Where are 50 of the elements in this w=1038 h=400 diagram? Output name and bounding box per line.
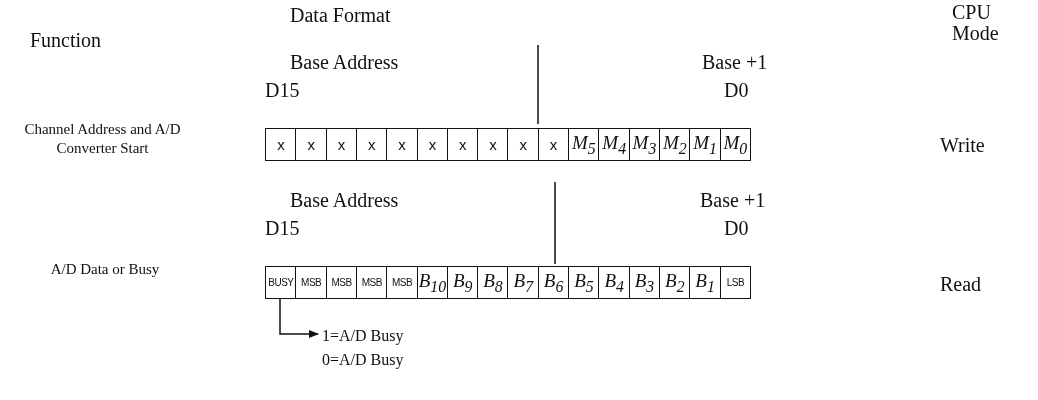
bit-cell: B$_{6}$ — [537, 266, 570, 299]
bit-cell: MSB — [295, 266, 328, 299]
bit-label: D15 — [265, 217, 300, 239]
arrow — [279, 298, 319, 338]
bit-cell: B$_{9}$ — [446, 266, 479, 299]
bit-cell: B$_{7}$ — [507, 266, 540, 299]
bit-cell: x — [537, 128, 570, 161]
bit-cell: M$_{5}$ — [568, 128, 600, 161]
bit-cell: x — [386, 128, 418, 161]
section-label: Base +1 — [702, 51, 768, 73]
note-text: 0=A/D Busy — [322, 350, 404, 371]
mode-label: Read — [940, 273, 982, 295]
bit-cell: M$_{2}$ — [658, 128, 691, 161]
bit-cell: MSB — [325, 266, 358, 299]
bit-cell: B$_{3}$ — [628, 266, 661, 299]
bit-cell: B$_{8}$ — [477, 266, 509, 299]
bit-cell: B$_{4}$ — [598, 266, 631, 299]
bit-cell: LSB — [719, 266, 752, 299]
bit-cell: x — [416, 128, 449, 161]
bit-cell: x — [295, 128, 328, 161]
bit-cell: MSB — [386, 266, 418, 299]
section-label: Base Address — [290, 189, 399, 211]
bit-cell: BUSY — [265, 266, 297, 299]
bit-label: D0 — [724, 79, 749, 101]
mode-label: Write — [940, 134, 985, 156]
column-heading: Function — [30, 29, 102, 51]
bit-cell: MSB — [355, 266, 388, 299]
bit-cell: M$_{3}$ — [628, 128, 661, 161]
bit-cell: x — [477, 128, 509, 161]
bit-cell: B$_{1}$ — [689, 266, 721, 299]
section-label: Base Address — [290, 51, 399, 73]
function-label: A/D Data or Busy — [50, 261, 160, 277]
bit-cell: x — [265, 128, 297, 161]
bit-label: D0 — [724, 217, 749, 239]
bit-cell: x — [507, 128, 540, 161]
bit-cell: x — [325, 128, 358, 161]
bit-cell: M$_{1}$ — [689, 128, 721, 161]
column-heading: Data Format — [290, 4, 391, 26]
bit-cell: M$_{4}$ — [598, 128, 631, 161]
bit-cell: B$_{2}$ — [658, 266, 691, 299]
section-label: Base +1 — [700, 189, 766, 211]
bit-cell: x — [446, 128, 479, 161]
column-heading: CPU Mode — [952, 1, 999, 44]
note-text: 1=A/D Busy — [322, 326, 404, 347]
bit-cell: B$_{10}$ — [416, 266, 449, 299]
bit-label: D15 — [265, 79, 300, 101]
bit-cell: x — [355, 128, 388, 161]
bit-cell: B$_{5}$ — [568, 266, 600, 299]
function-label: Channel Address and A/D Converter Start — [24, 121, 181, 156]
bit-cell: M$_{0}$ — [719, 128, 752, 161]
